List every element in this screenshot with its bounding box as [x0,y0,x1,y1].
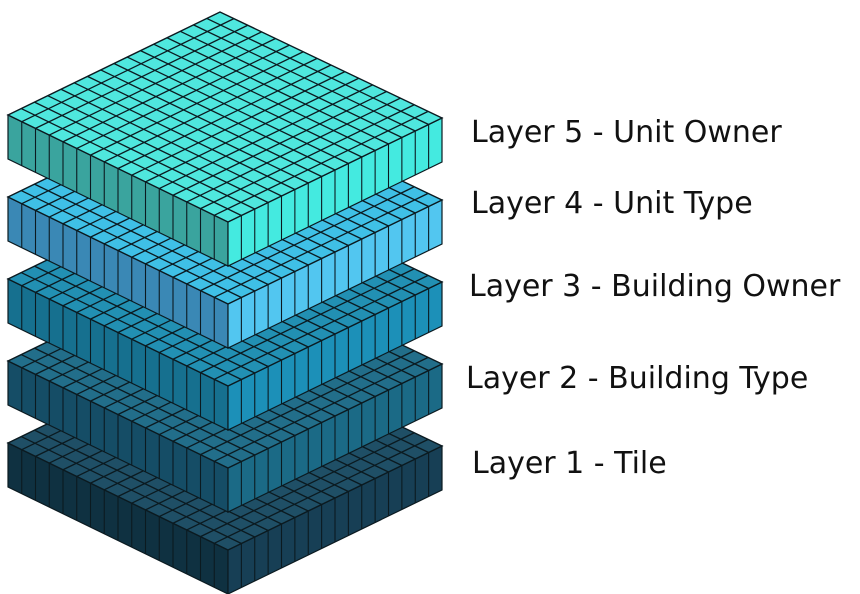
layer-1-label: Layer 1 - Tile [472,446,667,481]
layer-4-side-lines [21,203,430,342]
layer-3-label: Layer 3 - Building Owner [469,269,841,304]
layer-3-side-lines [21,285,430,424]
layer-2-label: Layer 2 - Building Type [466,361,809,396]
layer-1-side-lines [21,449,430,588]
layer-5-label: Layer 5 - Unit Owner [471,115,782,150]
layer-4-label: Layer 4 - Unit Type [471,186,753,221]
layer-5-grid [20,17,429,217]
layer-5-slab [6,11,444,267]
layer-2-side-lines [21,367,430,506]
layer-5-side-lines [21,121,430,260]
